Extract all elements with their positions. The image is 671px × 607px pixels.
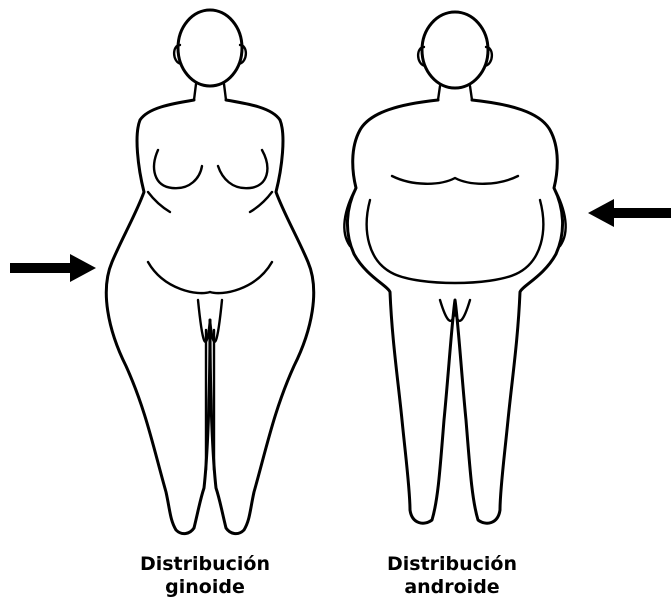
ginoide-head (178, 10, 242, 86)
androide-head (422, 12, 488, 88)
ginoide-breast-right (218, 150, 267, 188)
ginoide-arrow-icon (10, 254, 96, 282)
ginoide-arrow-shaft (10, 263, 72, 273)
androide-arrow-icon (588, 199, 671, 227)
androide-chest (392, 176, 518, 184)
ginoide-belly (148, 262, 272, 293)
caption-androide: Distribución androide (332, 553, 572, 599)
ginoide-arrow-head (70, 254, 96, 282)
caption-ginoide-line1: Distribución (85, 553, 325, 576)
caption-androide-line1: Distribución (332, 553, 572, 576)
androide-arrow-head (588, 199, 614, 227)
ginoide-figure (106, 10, 313, 534)
caption-androide-line2: androide (332, 576, 572, 599)
ginoide-breast-left (154, 150, 202, 188)
androide-belly (367, 200, 544, 283)
ginoide-right-arm (250, 192, 272, 212)
ginoide-body-outline (106, 100, 313, 534)
caption-ginoide: Distribución ginoide (85, 553, 325, 599)
androide-figure (344, 12, 565, 523)
ginoide-left-arm (148, 192, 170, 212)
androide-arrow-shaft (612, 208, 671, 218)
caption-ginoide-line2: ginoide (85, 576, 325, 599)
